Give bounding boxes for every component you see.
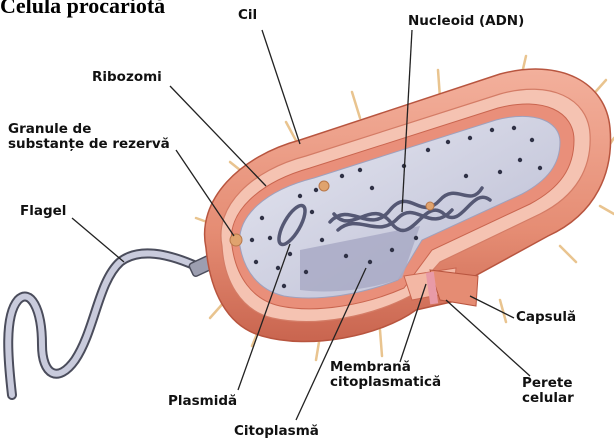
label-citoplasma: Citoplasmă (234, 424, 319, 439)
leader-cil (262, 30, 300, 144)
flagellum (8, 253, 219, 395)
label-perete: Perete celular (522, 376, 574, 406)
label-cil: Cil (238, 8, 257, 23)
label-capsula: Capsulă (516, 310, 576, 325)
label-plasmida: Plasmidă (168, 394, 237, 409)
label-nucleoid: Nucleoid (ADN) (408, 14, 524, 29)
label-ribozomi: Ribozomi (92, 70, 162, 85)
label-granule-line1: Granule de (8, 122, 170, 137)
leader-capsula (470, 296, 514, 318)
label-perete-line1: Perete (522, 376, 574, 391)
label-flagel: Flagel (20, 204, 66, 219)
label-granule-line2: substanțe de rezervă (8, 137, 170, 152)
label-membrana-line2: citoplasmatică (330, 375, 441, 390)
leader-flagel (72, 218, 124, 262)
leader-ribozomi (170, 86, 266, 186)
label-membrana-line1: Membrană (330, 360, 441, 375)
label-membrana: Membrană citoplasmatică (330, 360, 441, 390)
label-perete-line2: celular (522, 391, 574, 406)
label-granule: Granule de substanțe de rezervă (8, 122, 170, 152)
